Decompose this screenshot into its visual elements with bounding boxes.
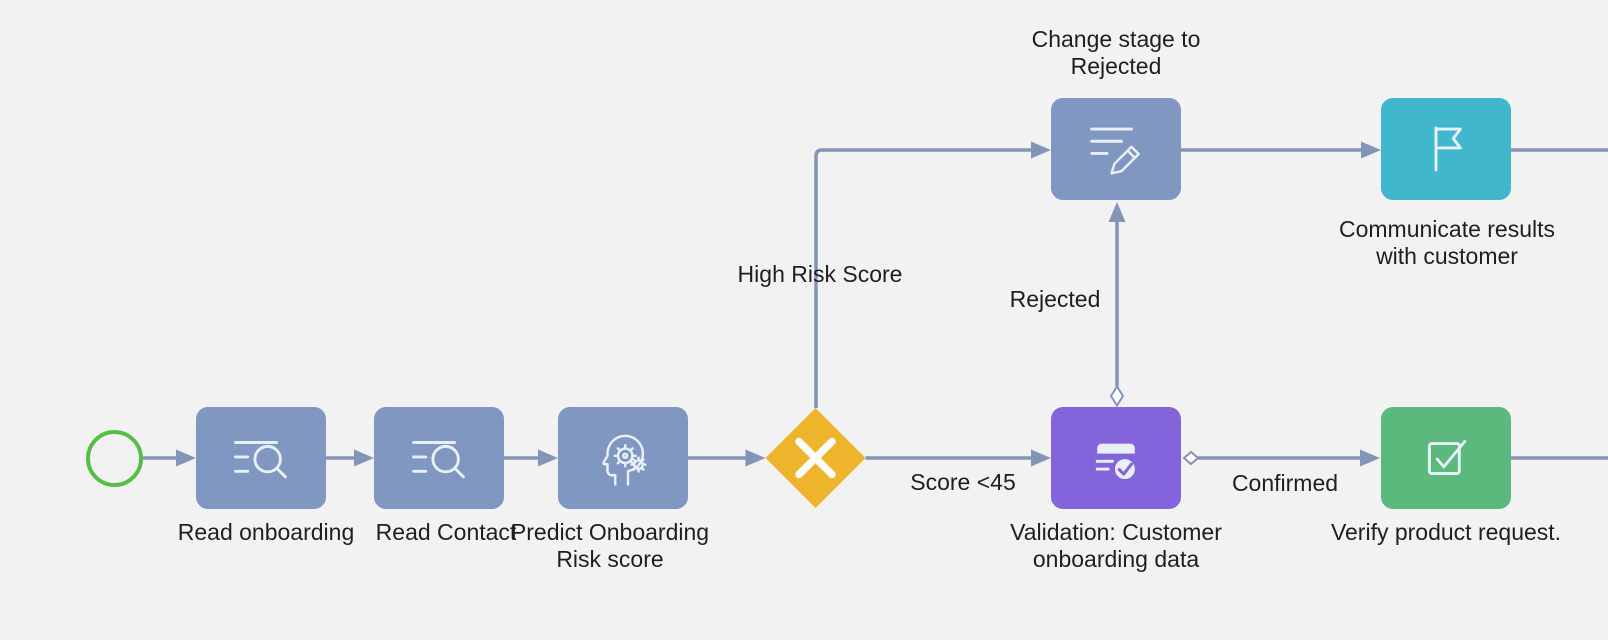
node-change-stage[interactable] (1051, 98, 1181, 200)
edge-label-score-lt-45: Score <45 (910, 469, 1016, 495)
edge-validation-to-verify-confirmed[interactable] (1182, 449, 1380, 467)
arrowhead (1108, 202, 1126, 222)
edit-record-icon (1090, 127, 1140, 175)
node-validation[interactable] (1051, 407, 1181, 509)
caption-verify-request: Verify product request. (1330, 519, 1562, 545)
arrowhead (1031, 141, 1051, 159)
edge-change-stage-to-communicate[interactable] (1181, 141, 1381, 159)
arrowhead (1360, 449, 1380, 467)
square-check-icon (1427, 439, 1467, 475)
brain-gears-icon (602, 434, 647, 486)
node-communicate-results[interactable] (1381, 98, 1511, 200)
caption-communicate-results: Communicate results with customer (1338, 216, 1556, 269)
caption-predict-risk: Predict Onboarding Risk score (510, 519, 710, 572)
caption-read-contact: Read Contact (375, 519, 517, 545)
caption-validation: Validation: Customer onboarding data (1010, 519, 1222, 572)
arrowhead (1361, 141, 1381, 159)
edge-label-rejected: Rejected (1009, 286, 1101, 312)
edge-validation-to-change-stage-rejected[interactable] (1108, 202, 1126, 408)
edge-start-to-read-onboarding[interactable] (143, 449, 196, 467)
edge-gateway-to-change-stage-high-risk[interactable] (814, 141, 1051, 409)
caption-read-onboarding: Read onboarding (177, 519, 355, 545)
edge-read-onboarding-to-read-contact[interactable] (326, 449, 374, 467)
edge-label-confirmed: Confirmed (1231, 470, 1339, 496)
edge-read-contact-to-predict[interactable] (504, 449, 558, 467)
node-read-onboarding[interactable] (196, 407, 326, 509)
arrowhead (1031, 449, 1051, 467)
arrowhead (354, 449, 374, 467)
start-event[interactable] (86, 430, 143, 487)
conditional-flow-marker (1182, 450, 1200, 466)
arrowhead (176, 449, 196, 467)
search-list-icon (234, 441, 287, 479)
caption-change-stage: Change stage to Rejected (1031, 26, 1201, 79)
form-check-icon (1095, 443, 1139, 483)
search-list-icon (412, 441, 465, 479)
node-verify-request[interactable] (1381, 407, 1511, 509)
node-read-contact[interactable] (374, 407, 504, 509)
node-exclusive-gateway[interactable] (760, 402, 871, 514)
flag-icon (1434, 126, 1462, 172)
edge-predict-to-gateway[interactable] (688, 449, 766, 467)
edge-label-high-risk-score: High Risk Score (737, 261, 903, 287)
x-cross-icon (795, 437, 836, 479)
node-predict-risk[interactable] (558, 407, 688, 509)
conditional-flow-marker (1109, 384, 1125, 408)
edge-gateway-to-validation-score-lt-45[interactable] (865, 449, 1052, 467)
arrowhead (538, 449, 558, 467)
arrowhead (745, 449, 766, 467)
